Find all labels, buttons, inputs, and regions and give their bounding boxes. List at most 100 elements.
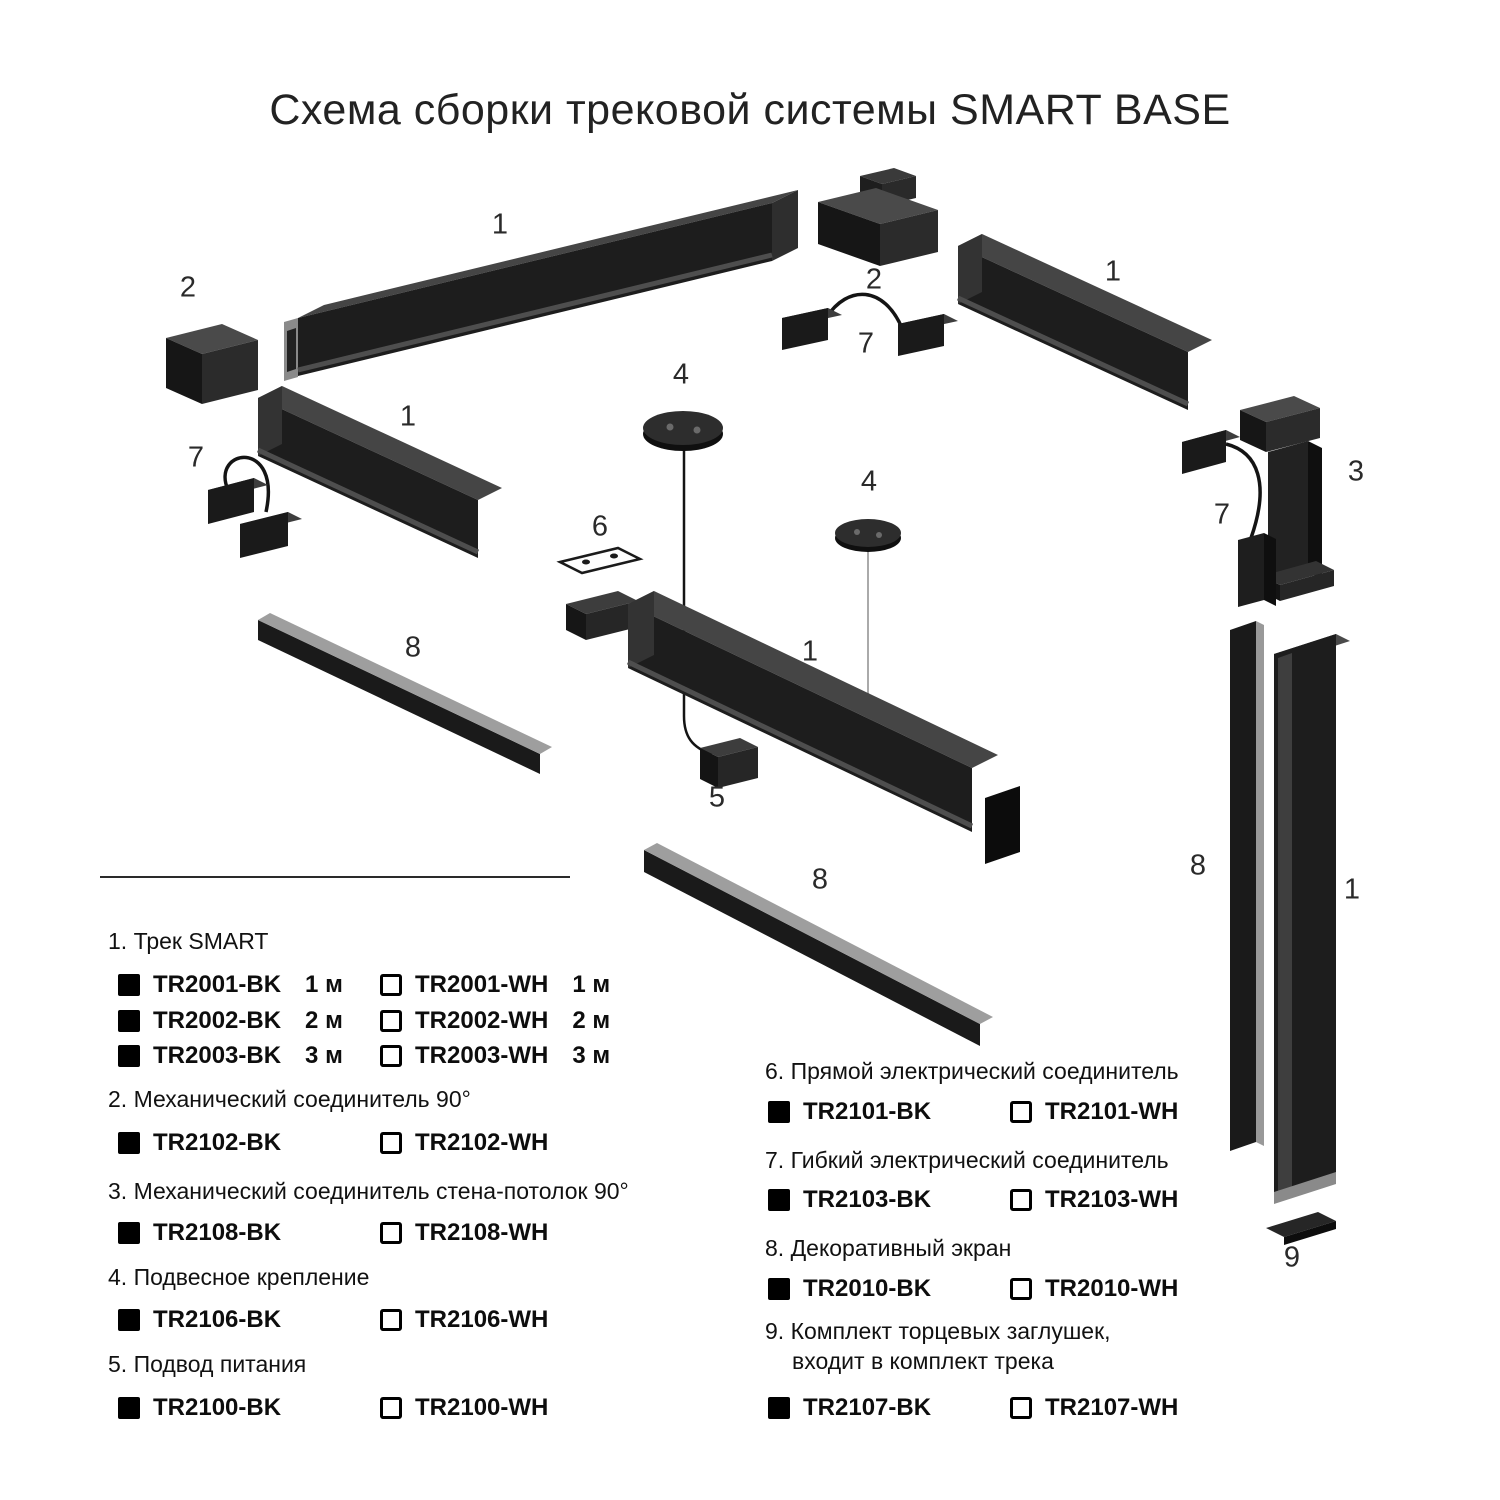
product-code: TR2106-BK <box>153 1306 282 1333</box>
black-swatch-icon <box>118 1309 140 1331</box>
straight-connector <box>556 546 644 640</box>
track-length: 3 м <box>305 1042 343 1069</box>
product-code: TR2003-WH <box>415 1042 549 1069</box>
legend-entry: TR2106-WH <box>380 1306 549 1333</box>
black-swatch-icon <box>118 1010 140 1032</box>
black-swatch-icon <box>768 1189 790 1211</box>
legend-entry: TR2100-WH <box>380 1394 549 1421</box>
track-segment-vertical <box>1274 634 1350 1204</box>
legend-entry: TR2101-WH <box>1010 1098 1179 1125</box>
callout-track-left: 1 <box>399 400 417 433</box>
callout-flex-right: 7 <box>1213 498 1231 531</box>
legend-heading-end-caps: 9. Комплект торцевых заглушек, <box>765 1318 1111 1344</box>
legend-entry: TR2106-BK <box>118 1306 282 1333</box>
legend-entry: TR2010-BK <box>768 1275 932 1302</box>
callout-track-center: 1 <box>801 635 819 668</box>
power-feed <box>700 738 758 788</box>
page-title: Схема сборки трековой системы SMART BASE <box>269 86 1231 134</box>
flexible-connector-right <box>1182 430 1276 607</box>
callout-track-vertical: 1 <box>1343 873 1361 906</box>
product-code: TR2100-WH <box>415 1394 549 1421</box>
white-swatch-icon <box>380 1010 402 1032</box>
product-code: TR2107-BK <box>803 1394 932 1421</box>
legend-heading-screen: 8. Декоративный экран <box>765 1235 1012 1261</box>
product-code: TR2101-BK <box>803 1098 932 1125</box>
legend-entry: TR2001-BK 1 м <box>118 971 343 998</box>
product-code: TR2001-WH <box>415 971 549 998</box>
track-segment-top-right <box>956 234 1212 410</box>
product-code: TR2103-BK <box>803 1186 932 1213</box>
legend-entry: TR2002-WH 2 м <box>380 1007 611 1034</box>
flexible-connector-top <box>782 292 958 356</box>
product-code: TR2106-WH <box>415 1306 549 1333</box>
legend-heading-90-connector: 2. Механический соединитель 90° <box>108 1086 471 1112</box>
callout-screen-left: 8 <box>404 631 422 664</box>
legend-entry: TR2103-WH <box>1010 1186 1179 1213</box>
product-code: TR2108-WH <box>415 1219 549 1246</box>
black-swatch-icon <box>768 1101 790 1123</box>
product-code: TR2101-WH <box>1045 1098 1179 1125</box>
legend-entry: TR2102-WH <box>380 1129 549 1156</box>
legend-heading-wall-ceiling: 3. Механический соединитель стена-потоло… <box>108 1178 629 1204</box>
product-code: TR2107-WH <box>1045 1394 1179 1421</box>
black-swatch-icon <box>118 1132 140 1154</box>
white-swatch-icon <box>380 1397 402 1419</box>
product-code: TR2010-WH <box>1045 1275 1179 1302</box>
legend-entry: TR2107-WH <box>1010 1394 1179 1421</box>
track-segment-center <box>626 591 1020 864</box>
track-length: 3 м <box>572 1042 611 1069</box>
black-swatch-icon <box>768 1397 790 1419</box>
legend-entry: TR2010-WH <box>1010 1275 1179 1302</box>
callout-suspension-left: 4 <box>672 358 690 391</box>
product-code: TR2102-WH <box>415 1129 549 1156</box>
decorative-screen-bottom <box>644 843 993 1046</box>
legend-entry: TR2103-BK <box>768 1186 932 1213</box>
legend-heading-power-feed: 5. Подвод питания <box>108 1351 307 1377</box>
legend-entry: TR2108-BK <box>118 1219 282 1246</box>
product-code: TR2002-BK <box>153 1007 282 1034</box>
callout-end-cap: 9 <box>1283 1241 1301 1274</box>
separator-line <box>100 876 570 878</box>
corner-connector-left <box>166 324 258 404</box>
product-code: TR2102-BK <box>153 1129 282 1156</box>
black-swatch-icon <box>118 1397 140 1419</box>
callout-straight-connector: 6 <box>591 510 609 543</box>
callout-track: 1 <box>491 208 509 241</box>
legend-heading-straight-connector: 6. Прямой электрический соединитель <box>765 1058 1179 1084</box>
white-swatch-icon <box>1010 1101 1032 1123</box>
legend-heading-track: 1. Трек SMART <box>108 928 269 954</box>
legend-entry: TR2102-BK <box>118 1129 282 1156</box>
product-code: TR2108-BK <box>153 1219 282 1246</box>
product-code: TR2103-WH <box>1045 1186 1179 1213</box>
callout-flex-top: 7 <box>857 327 875 360</box>
legend-entry: TR2003-BK 3 м <box>118 1042 343 1069</box>
product-code: TR2002-WH <box>415 1007 549 1034</box>
suspension-mount-left <box>643 411 723 756</box>
callout-suspension-right: 4 <box>860 465 878 498</box>
track-length: 2 м <box>305 1007 343 1034</box>
suspension-mount-right <box>835 519 901 712</box>
product-code: TR2003-BK <box>153 1042 282 1069</box>
legend-heading-suspension: 4. Подвесное крепление <box>108 1264 370 1290</box>
black-swatch-icon <box>118 1045 140 1067</box>
white-swatch-icon <box>1010 1397 1032 1419</box>
callout-wall-ceiling: 3 <box>1347 455 1365 488</box>
callout-corner-top: 2 <box>865 263 883 296</box>
product-code: TR2010-BK <box>803 1275 932 1302</box>
product-code: TR2100-BK <box>153 1394 282 1421</box>
track-length: 2 м <box>572 1007 611 1034</box>
white-swatch-icon <box>1010 1189 1032 1211</box>
legend-heading-flexible-connector: 7. Гибкий электрический соединитель <box>765 1147 1169 1173</box>
legend-entry: TR2002-BK 2 м <box>118 1007 343 1034</box>
white-swatch-icon <box>380 1309 402 1331</box>
callout-screen-vertical: 8 <box>1189 849 1207 882</box>
decorative-screen-vertical <box>1230 621 1264 1151</box>
product-code: TR2001-BK <box>153 971 282 998</box>
track-segment-top-left <box>284 190 798 381</box>
track-length: 1 м <box>572 971 611 998</box>
white-swatch-icon <box>380 974 402 996</box>
legend-entry: TR2001-WH 1 м <box>380 971 611 998</box>
legend-entry: TR2003-WH 3 м <box>380 1042 611 1069</box>
callout-corner-left: 2 <box>179 271 197 304</box>
